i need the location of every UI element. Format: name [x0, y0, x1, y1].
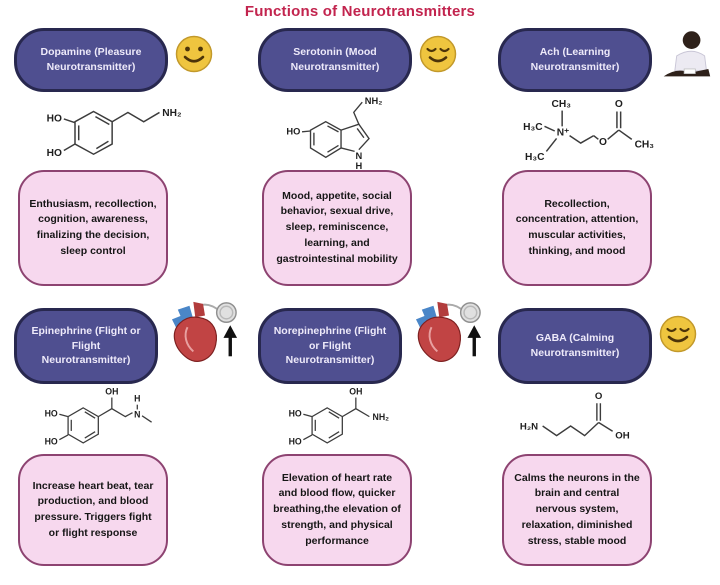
norepinephrine-functions-box: Elevation of heart rate and blood flow, … [262, 454, 412, 566]
norepinephrine-structure: HO HO OH NH₂ [258, 384, 490, 454]
dopamine-functions-text: Enthusiasm, recollection, cognition, awa… [29, 197, 157, 257]
serotonin-functions-text: Mood, appetite, social behavior, sexual … [276, 189, 398, 265]
atom-label-nh2: NH₂ [162, 108, 181, 119]
atom-label-ho: HO [289, 436, 302, 446]
atom-label-ch3: CH₃ [635, 140, 655, 151]
atom-label-n: N [134, 409, 140, 419]
serotonin-structure: HO N H NH₂ [258, 92, 490, 170]
norepinephrine-header-pill: Norepinephrine (Flight or Flight Neurotr… [258, 308, 402, 384]
atom-label-o: O [599, 137, 607, 148]
epinephrine-title: Epinephrine (Flight or Flight Neurotrans… [31, 324, 141, 367]
atom-label-nh2: NH₂ [373, 412, 390, 422]
relaxed-smiley-icon [418, 34, 458, 74]
ach-title: Ach (Learning Neurotransmitter) [530, 46, 620, 73]
atom-label-o: O [615, 99, 623, 110]
panel-gaba: GABA (Calming Neurotransmitter) H₂N O OH… [498, 306, 720, 566]
epinephrine-structure: HO HO OH H N [14, 384, 246, 454]
gaba-title: GABA (Calming Neurotransmitter) [530, 332, 620, 359]
heart-up-arrow-icon [408, 298, 490, 366]
atom-label-h3c: H₃C [523, 122, 543, 133]
dopamine-title: Dopamine (Pleasure Neurotransmitter) [40, 46, 142, 73]
panel-serotonin: Serotonin (Mood Neurotransmitter) HO N H [258, 26, 490, 286]
atom-label-n-plus: N⁺ [557, 128, 570, 139]
atom-label-n: N [355, 151, 362, 161]
serotonin-title: Serotonin (Mood Neurotransmitter) [290, 46, 380, 73]
atom-label-oh: OH [105, 386, 118, 396]
serotonin-functions-box: Mood, appetite, social behavior, sexual … [262, 170, 412, 286]
norepinephrine-functions-text: Elevation of heart rate and blood flow, … [273, 471, 401, 547]
atom-label-nh2: NH₂ [365, 96, 383, 106]
atom-label-ho: HO [45, 409, 58, 419]
atom-label-oh: OH [615, 430, 629, 441]
dopamine-functions-box: Enthusiasm, recollection, cognition, awa… [18, 170, 168, 286]
calm-smiley-icon [658, 314, 698, 354]
gaba-structure: H₂N O OH [498, 384, 720, 454]
epinephrine-functions-box: Increase heart beat, tear production, an… [18, 454, 168, 566]
heart-up-arrow-icon [164, 298, 246, 366]
dopamine-structure: HO HO NH₂ [14, 92, 246, 170]
page-title: Functions of Neurotransmitters [244, 3, 476, 20]
epinephrine-functions-text: Increase heart beat, tear production, an… [32, 479, 154, 539]
atom-label-h: H [134, 394, 140, 404]
atom-label-oh: OH [349, 386, 362, 396]
norepinephrine-title: Norepinephrine (Flight or Flight Neurotr… [273, 324, 387, 367]
atom-label-o: O [595, 391, 603, 402]
atom-label-h3c: H₃C [525, 152, 545, 163]
atom-label-ho: HO [47, 114, 62, 125]
epinephrine-header-pill: Epinephrine (Flight or Flight Neurotrans… [14, 308, 158, 384]
gaba-header-pill: GABA (Calming Neurotransmitter) [498, 308, 652, 384]
atom-label-h: H [355, 161, 362, 170]
panel-epinephrine: Epinephrine (Flight or Flight Neurotrans… [14, 301, 246, 566]
ach-header-pill: Ach (Learning Neurotransmitter) [498, 28, 652, 92]
atom-label-ho: HO [45, 436, 58, 446]
panel-dopamine: Dopamine (Pleasure Neurotransmitter) HO … [14, 26, 246, 286]
gaba-functions-box: Calms the neurons in the brain and centr… [502, 454, 652, 566]
serotonin-header-pill: Serotonin (Mood Neurotransmitter) [258, 28, 412, 92]
happy-smiley-icon [174, 34, 214, 74]
panel-ach: Ach (Learning Neurotransmitter) CH₃ H₃C … [498, 26, 720, 286]
dopamine-header-pill: Dopamine (Pleasure Neurotransmitter) [14, 28, 168, 92]
acetylcholine-structure: CH₃ H₃C H₃C N⁺ O O CH₃ [498, 92, 720, 170]
ach-functions-text: Recollection, concentration, attention, … [515, 197, 639, 257]
atom-label-ch3: CH₃ [551, 99, 571, 110]
atom-label-ho: HO [289, 409, 302, 419]
atom-label-ho: HO [286, 126, 300, 136]
atom-label-h2n: H₂N [520, 422, 538, 433]
ach-functions-box: Recollection, concentration, attention, … [502, 170, 652, 286]
panel-norepinephrine: Norepinephrine (Flight or Flight Neurotr… [258, 301, 490, 566]
gaba-functions-text: Calms the neurons in the brain and centr… [514, 471, 640, 547]
atom-label-ho: HO [47, 148, 62, 159]
studying-person-icon [658, 28, 714, 82]
